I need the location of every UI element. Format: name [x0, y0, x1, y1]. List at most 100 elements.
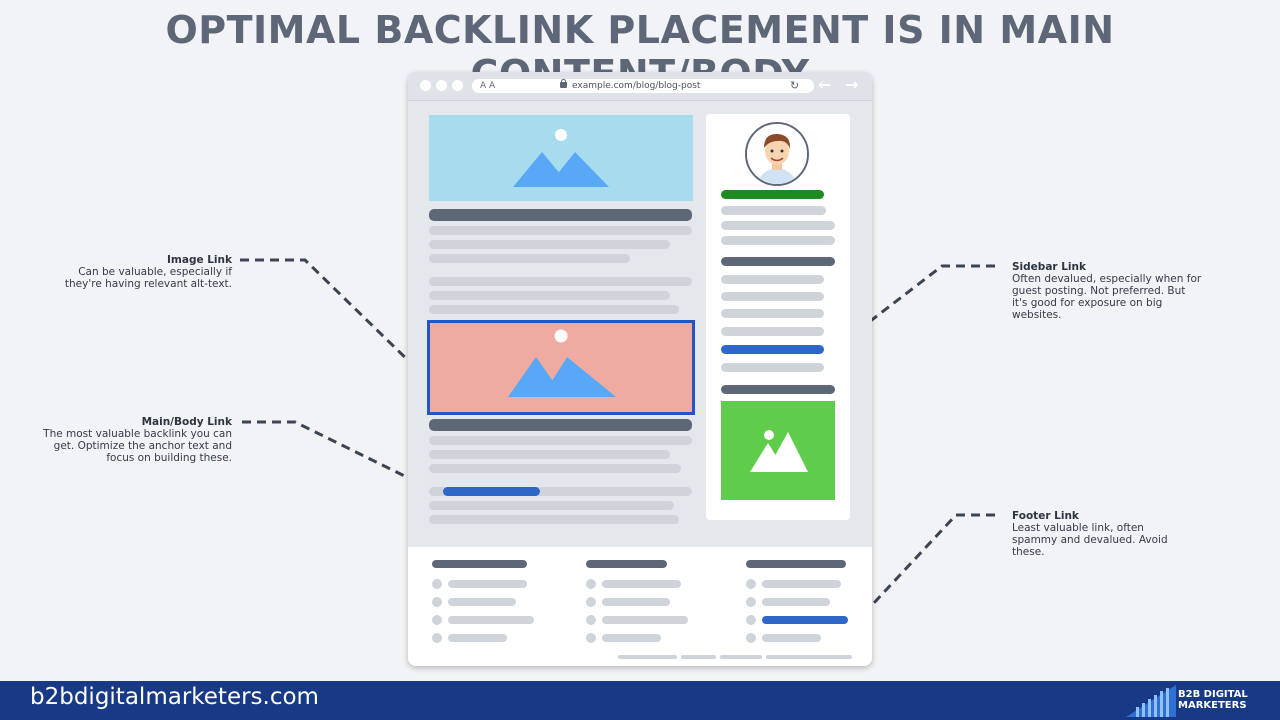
footer-link-annotation: Footer Link Least valuable link, often s… [1012, 510, 1187, 558]
footer-bullet-icon [586, 633, 596, 643]
bottom-banner: b2bdigitalmarketers.com B2B DIGITAL MARK… [0, 681, 1280, 720]
footer-link-line [762, 580, 841, 588]
footer-bullet-icon [586, 615, 596, 625]
window-dot-icon [420, 80, 431, 91]
footer-col2-heading [586, 560, 667, 568]
window-dot-icon [452, 80, 463, 91]
site-footer [408, 547, 872, 666]
footer-bullet-icon [432, 633, 442, 643]
image-placeholder-icon [508, 329, 616, 397]
footer-link-connector [856, 513, 995, 622]
main-link-description: The most valuable backlink you can get. … [43, 428, 232, 464]
text-line [429, 305, 679, 314]
image-placeholder-icon [513, 129, 609, 187]
url-text: example.com/blog/blog-post [572, 81, 701, 91]
page-content-area [408, 101, 872, 547]
footer-bottom-line [618, 655, 677, 659]
sidebar-title-bar [721, 190, 824, 199]
sidebar-heading-bar [721, 257, 835, 266]
back-arrow-icon[interactable]: ← [818, 75, 832, 94]
footer-link-line [602, 580, 681, 588]
body-anchor-link[interactable] [443, 487, 540, 496]
text-line [721, 221, 835, 230]
footer-bullet-icon [746, 579, 756, 589]
footer-link-line [448, 616, 534, 624]
footer-bullet-icon [746, 597, 756, 607]
forward-arrow-icon[interactable]: → [845, 75, 859, 94]
image-link-description: Can be valuable, especially if they're h… [64, 266, 232, 290]
sidebar-link[interactable] [721, 345, 824, 354]
sidebar-link-annotation: Sidebar Link Often devalued, especially … [1012, 261, 1202, 321]
footer-bullet-icon [746, 615, 756, 625]
image-link-heading: Image Link [167, 254, 232, 266]
lock-icon [560, 79, 567, 88]
footer-link-line [602, 634, 661, 642]
footer-bullet-icon [432, 579, 442, 589]
text-size-label: A A [480, 81, 496, 91]
footer-link-line [602, 598, 670, 606]
main-link-annotation: Main/Body Link The most valuable backlin… [40, 416, 232, 464]
text-line [429, 254, 630, 263]
footer-link-line [762, 634, 821, 642]
footer-bottom-line [720, 655, 762, 659]
footer-link-description: Least valuable link, often spammy and de… [1012, 522, 1168, 558]
text-line [429, 501, 674, 510]
sidebar-image [721, 401, 835, 500]
footer-col3-heading [746, 560, 846, 568]
image-link-highlight[interactable] [427, 320, 695, 415]
article-heading-bar [429, 209, 692, 221]
text-line [721, 275, 824, 284]
text-line [429, 226, 692, 235]
section-heading-bar [429, 419, 692, 431]
main-link-connector [242, 420, 434, 492]
footer-link-line [448, 634, 507, 642]
image-link-annotation: Image Link Can be valuable, especially i… [40, 254, 232, 290]
text-line [429, 450, 670, 459]
footer-link-heading: Footer Link [1012, 510, 1079, 522]
text-line [721, 292, 824, 301]
image-placeholder-icon [750, 430, 808, 472]
sidebar-link-description: Often devalued, especially when for gues… [1012, 273, 1202, 321]
reload-icon[interactable]: ↻ [790, 79, 800, 92]
footer-bottom-line [681, 655, 716, 659]
text-line [429, 277, 692, 286]
footer-link-line [762, 598, 830, 606]
address-bar[interactable]: A A example.com/blog/blog-post ↻ [472, 79, 814, 93]
text-line [429, 291, 670, 300]
brand-logo-text: B2B DIGITAL MARKETERS [1178, 689, 1248, 711]
window-dot-icon [436, 80, 447, 91]
text-line [429, 487, 692, 496]
main-link-heading: Main/Body Link [141, 416, 232, 428]
sidebar-link-heading: Sidebar Link [1012, 261, 1086, 273]
text-line [429, 436, 692, 445]
footer-bullet-icon [586, 579, 596, 589]
brand-line-1: B2B DIGITAL [1178, 689, 1248, 700]
footer-bullet-icon [432, 615, 442, 625]
footer-bullet-icon [432, 597, 442, 607]
browser-window: A A example.com/blog/blog-post ↻ ← → [408, 72, 872, 666]
text-line [429, 515, 679, 524]
text-line [721, 206, 826, 215]
sidebar-panel [706, 114, 850, 520]
browser-toolbar: A A example.com/blog/blog-post ↻ ← → [408, 72, 872, 101]
text-line [429, 240, 670, 249]
bar-chart-logo-icon [1126, 685, 1176, 717]
text-line [429, 464, 681, 473]
person-avatar-icon [747, 124, 807, 184]
footer-bullet-icon [746, 633, 756, 643]
footer-bullet-icon [586, 597, 596, 607]
footer-link-line [448, 580, 527, 588]
sidebar-heading-bar [721, 385, 835, 394]
footer-link[interactable] [762, 616, 848, 624]
footer-link-line [602, 616, 688, 624]
hero-image [429, 115, 693, 201]
text-line [721, 236, 835, 245]
text-line [721, 309, 824, 318]
footer-link-line [448, 598, 516, 606]
avatar [745, 122, 809, 186]
text-line [721, 327, 824, 336]
footer-col1-heading [432, 560, 527, 568]
text-line [721, 363, 824, 372]
brand-line-2: MARKETERS [1178, 700, 1247, 711]
site-url[interactable]: b2bdigitalmarketers.com [30, 684, 319, 710]
